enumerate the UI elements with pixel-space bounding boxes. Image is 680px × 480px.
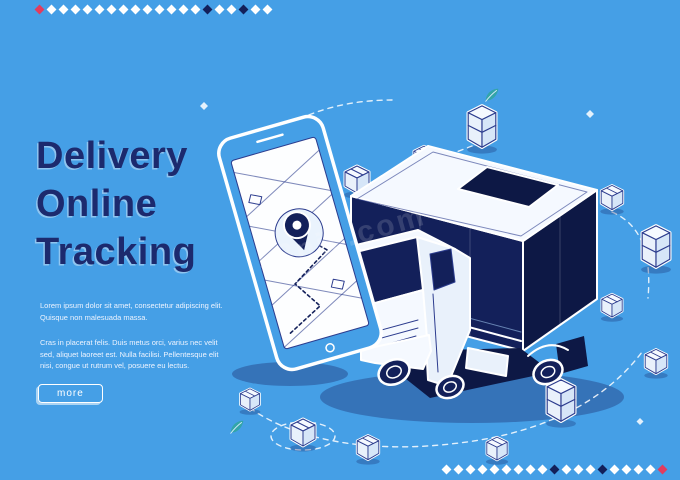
diamond-decoration	[525, 464, 536, 475]
diamond-decoration	[657, 464, 668, 475]
mud-flap	[556, 336, 588, 374]
package-cube	[639, 224, 673, 276]
diamond-decoration	[513, 464, 524, 475]
diamond-decoration	[166, 4, 177, 15]
diamond-decoration	[262, 4, 273, 15]
side-window	[429, 248, 456, 291]
page-title: Delivery Online Tracking	[36, 132, 196, 276]
diamond-decoration	[46, 4, 57, 15]
mid-wheel	[435, 374, 465, 400]
fuel-tank	[465, 347, 509, 377]
title-line: Tracking	[36, 231, 197, 273]
package-cube	[484, 435, 510, 467]
package-cube	[599, 292, 625, 324]
front-wheel	[377, 358, 411, 386]
roof-hatch	[457, 166, 559, 208]
diamond-decoration	[633, 464, 644, 475]
diamond-decoration	[226, 4, 237, 15]
diamond-decoration	[178, 4, 189, 15]
watermark-feather-icon	[230, 420, 244, 434]
map-pin-icon	[282, 211, 311, 251]
diamond-decoration	[621, 464, 632, 475]
diamond-decoration	[549, 464, 560, 475]
title-line: Online	[36, 183, 158, 225]
body-paragraph: Cras in placerat felis. Duis metus orci,…	[40, 338, 219, 371]
package-cube	[354, 434, 382, 466]
diamond-decoration	[441, 464, 452, 475]
diamond-decoration	[597, 464, 608, 475]
more-button[interactable]: more	[38, 384, 103, 403]
map-route	[289, 233, 328, 334]
diamond-decoration	[453, 464, 464, 475]
diamond-decoration	[94, 4, 105, 15]
diamond-decoration	[106, 4, 117, 15]
diamond-decoration	[238, 4, 249, 15]
diamond-decoration	[465, 464, 476, 475]
diamond-decoration	[118, 4, 129, 15]
home-button	[325, 343, 335, 353]
bumper	[360, 334, 432, 370]
diamond-decoration	[154, 4, 165, 15]
diamond-decoration	[82, 4, 93, 15]
diamond-decoration	[573, 464, 584, 475]
intro-paragraph: Lorem ipsum dolor sit amet, consectetur …	[40, 301, 223, 322]
diamond-decoration	[609, 464, 620, 475]
diamond-decoration	[58, 4, 69, 15]
package-cube	[288, 417, 318, 453]
truck-cab	[340, 229, 471, 387]
diamond-decoration	[130, 4, 141, 15]
diamond-decoration	[214, 4, 225, 15]
diamond-decoration	[585, 464, 596, 475]
diamond-decoration	[561, 464, 572, 475]
bottom-diamond-row	[441, 464, 668, 475]
package-cube	[642, 348, 670, 380]
diamond-decoration	[250, 4, 261, 15]
sparkles	[200, 102, 644, 425]
diamond-decoration	[537, 464, 548, 475]
diamond-decoration	[645, 464, 656, 475]
diamond-decoration	[34, 4, 45, 15]
package-cube	[238, 387, 262, 416]
diamond-decoration	[477, 464, 488, 475]
top-diamond-row	[34, 4, 273, 15]
diamond-decoration	[489, 464, 500, 475]
diamond-decoration	[70, 4, 81, 15]
diamond-decoration	[501, 464, 512, 475]
package-cube	[598, 184, 626, 216]
watermark-feather-icon	[485, 88, 499, 102]
diamond-decoration	[202, 4, 213, 15]
speaker	[256, 133, 284, 144]
smartphone	[217, 114, 383, 372]
diamond-decoration	[142, 4, 153, 15]
diamond-decoration	[190, 4, 201, 15]
delivery-truck	[340, 145, 598, 400]
map-buildings	[248, 194, 345, 290]
title-line: Delivery	[36, 135, 188, 177]
